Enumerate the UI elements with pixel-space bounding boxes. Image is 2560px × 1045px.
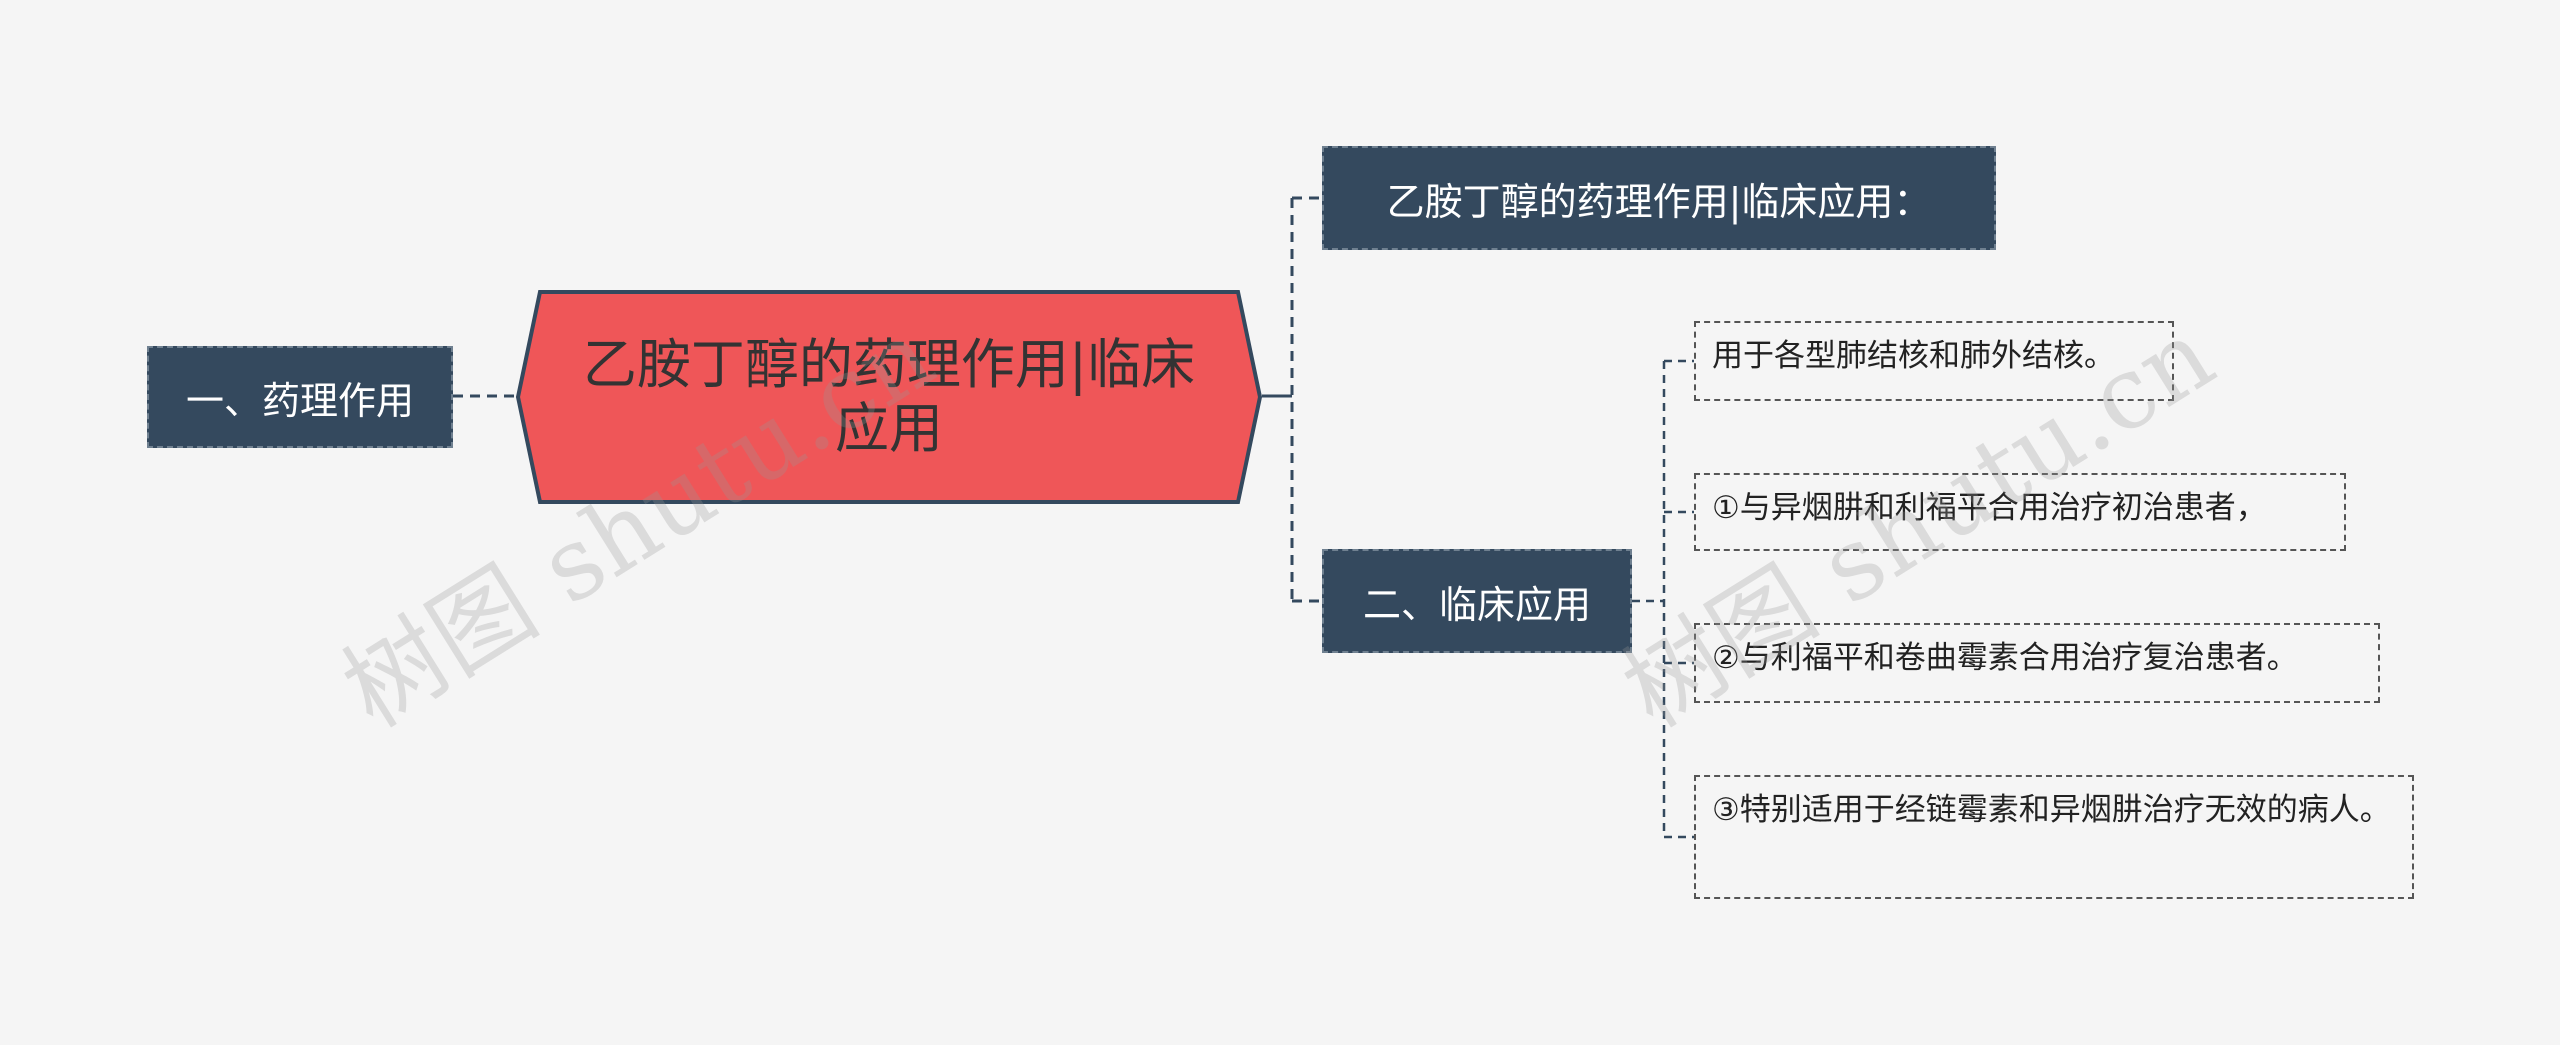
topic-intro-label: 乙胺丁醇的药理作用|临床应用：	[1386, 179, 1932, 224]
clinical-item[interactable]: ③特别适用于经链霉素和异烟肼治疗无效的病人。	[1694, 775, 2414, 899]
root-hexagon	[516, 290, 1262, 504]
clinical-item-text: ①与异烟肼和利福平合用治疗初治患者，	[1712, 490, 2267, 526]
topic-intro[interactable]: 乙胺丁醇的药理作用|临床应用：	[1322, 146, 1996, 250]
topic-clinical-label: 二、临床应用	[1362, 582, 1591, 627]
topic-pharmacology[interactable]: 一、药理作用	[147, 346, 453, 448]
clinical-item[interactable]: 用于各型肺结核和肺外结核。	[1694, 321, 2174, 401]
root-topic[interactable]: 乙胺丁醇的药理作用|临床应用	[516, 290, 1262, 504]
clinical-item[interactable]: ②与利福平和卷曲霉素合用治疗复治患者。	[1694, 623, 2380, 703]
topic-pharmacology-label: 一、药理作用	[185, 378, 414, 423]
clinical-item[interactable]: ①与异烟肼和利福平合用治疗初治患者，	[1694, 473, 2346, 551]
root-title: 乙胺丁醇的药理作用|临床应用	[582, 333, 1196, 460]
topic-clinical[interactable]: 二、临床应用	[1322, 549, 1632, 653]
clinical-item-text: ③特别适用于经链霉素和异烟肼治疗无效的病人。	[1712, 792, 2391, 828]
clinical-item-text: ②与利福平和卷曲霉素合用治疗复治患者。	[1712, 640, 2298, 676]
clinical-item-text: 用于各型肺结核和肺外结核。	[1712, 338, 2115, 374]
